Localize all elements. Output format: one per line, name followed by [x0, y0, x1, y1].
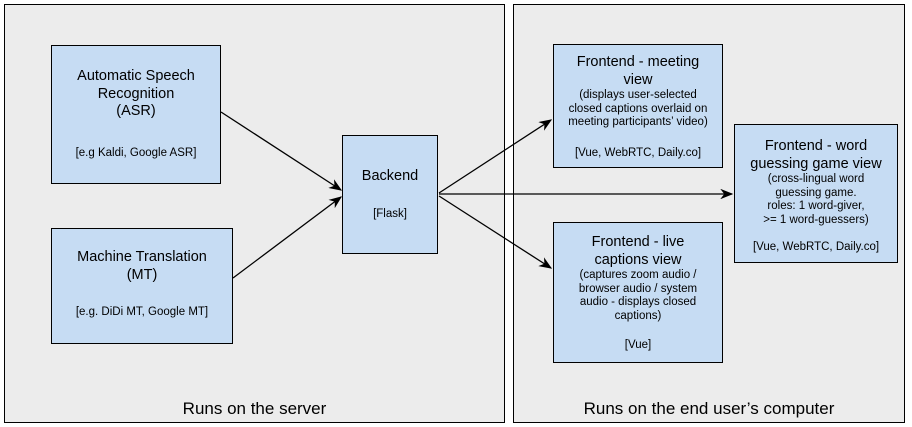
node-live-title: Frontend - live captions view: [591, 234, 685, 268]
node-mt-tech: [e.g. DiDi MT, Google MT]: [75, 306, 209, 318]
node-live-detail: (captures zoom audio / browser audio / s…: [578, 269, 698, 322]
node-backend-title: Backend: [361, 168, 419, 184]
node-live-tech: [Vue]: [624, 339, 652, 351]
node-meeting-tech: [Vue, WebRTC, Daily.co]: [574, 146, 702, 159]
node-automatic-speech-recognition[interactable]: Automatic Speech Recognition (ASR) [e.g …: [51, 45, 221, 184]
panel-server-label: Runs on the server: [182, 399, 327, 418]
node-mt-title: Machine Translation (MT): [77, 249, 207, 283]
node-asr-title: Automatic Speech Recognition (ASR): [77, 68, 195, 119]
node-frontend-word-guessing-game-view[interactable]: Frontend - word guessing game view (cros…: [734, 124, 898, 263]
node-meeting-title: Frontend - meeting view: [576, 54, 700, 88]
node-meeting-detail: (displays user-selected closed captions …: [568, 89, 708, 128]
node-frontend-live-captions-view[interactable]: Frontend - live captions view (captures …: [553, 222, 723, 363]
node-word-title: Frontend - word guessing game view: [750, 138, 882, 172]
node-backend-tech: [Flask]: [373, 207, 407, 220]
node-machine-translation[interactable]: Machine Translation (MT) [e.g. DiDi MT, …: [51, 228, 233, 344]
panel-client-label: Runs on the end user’s computer: [583, 399, 835, 418]
node-word-tech: [Vue, WebRTC, Daily.co]: [752, 241, 880, 253]
node-frontend-meeting-view[interactable]: Frontend - meeting view (displays user-s…: [553, 44, 723, 168]
node-backend[interactable]: Backend [Flask]: [342, 135, 438, 254]
node-asr-tech: [e.g Kaldi, Google ASR]: [75, 146, 197, 159]
node-word-detail: (cross-lingual word guessing game. roles…: [763, 173, 869, 226]
